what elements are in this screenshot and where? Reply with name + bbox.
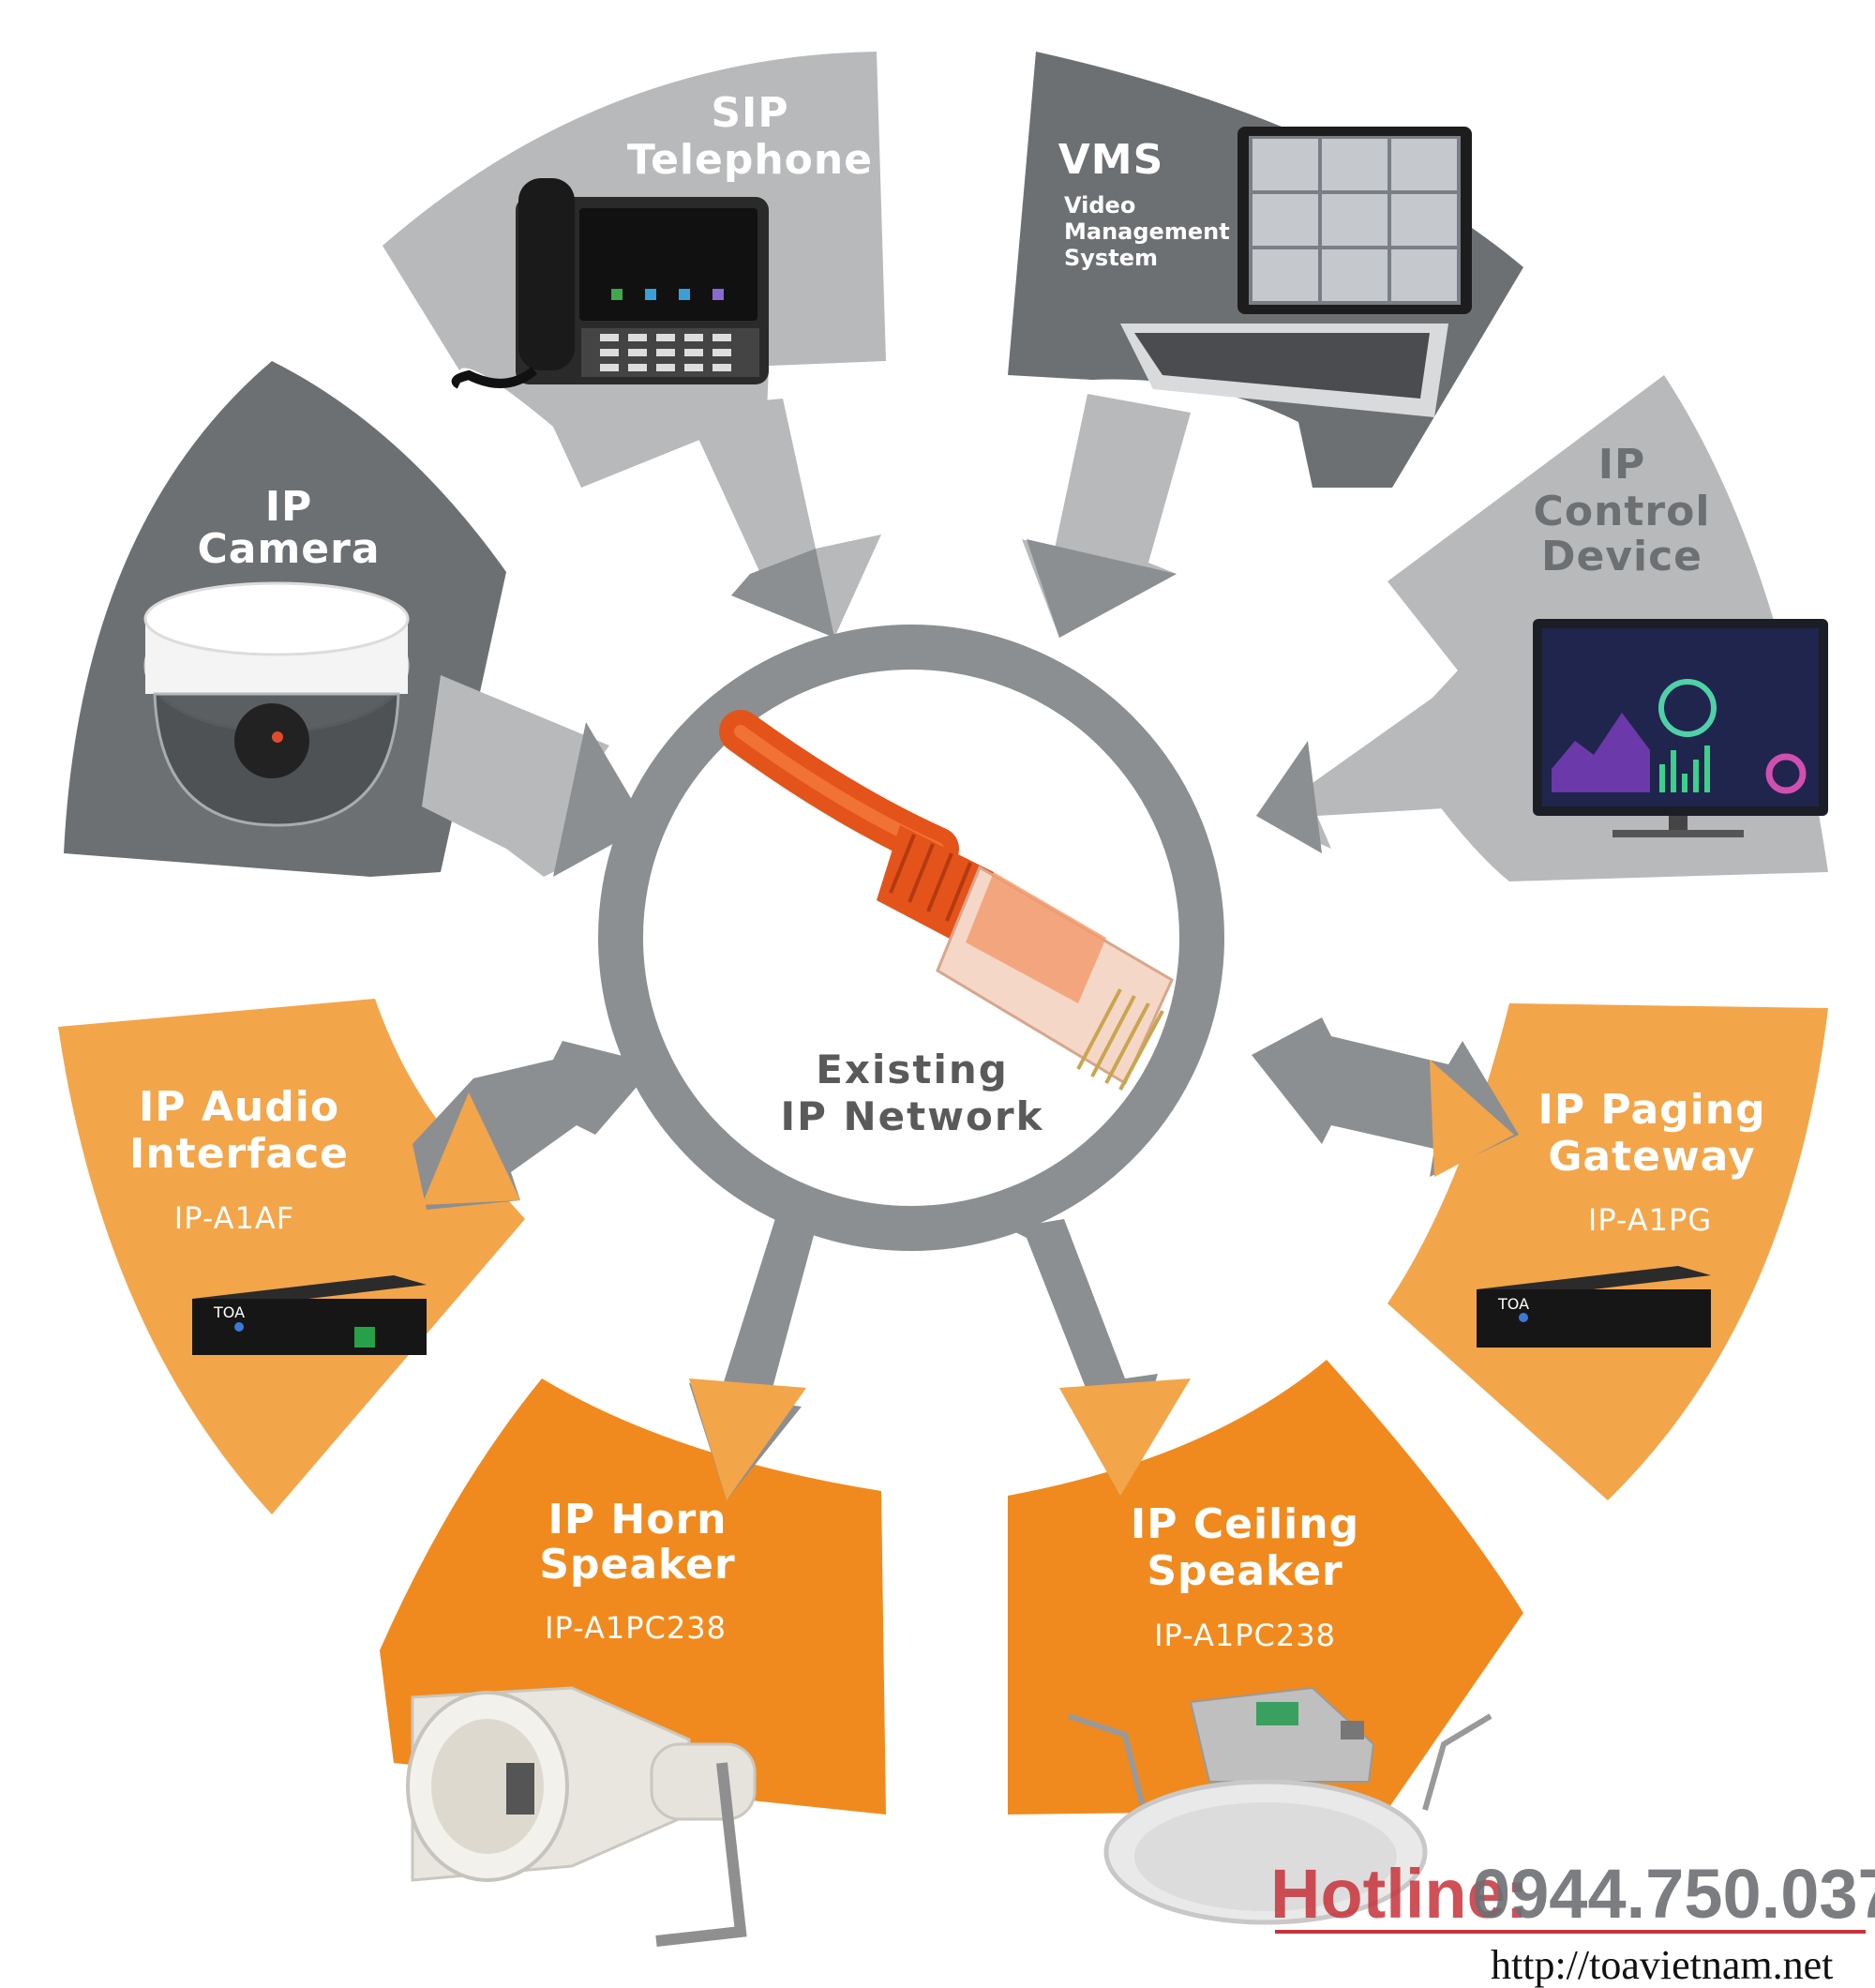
sip-phone-icon <box>451 178 769 389</box>
horn-title-line2: Speaker <box>539 1541 735 1589</box>
horn-title-line1: IP Horn <box>548 1496 727 1544</box>
paging-title-line2: Gateway <box>1548 1133 1755 1181</box>
ethernet-cable-icon <box>719 710 1174 1091</box>
control-title-line2: Control <box>1534 488 1711 535</box>
control-title-line1: IP <box>1598 441 1646 489</box>
laptop-icon <box>1120 127 1472 417</box>
audio-title-line2: Interface <box>129 1130 349 1178</box>
audio-model: IP-A1AF <box>174 1200 294 1236</box>
arrow-sip-head <box>731 549 834 638</box>
vms-subtitle-line2: Management <box>1064 218 1230 245</box>
arrow-sip-to-network <box>684 399 881 638</box>
arrow-audio-head-outer <box>422 1092 520 1205</box>
sip-title-line1: SIP <box>711 89 788 137</box>
footer-divider <box>1275 1930 1866 1934</box>
vms-subtitle-line3: System <box>1064 245 1158 271</box>
horn-speaker-icon <box>406 1686 757 1947</box>
vms-title: VMS <box>1058 136 1164 184</box>
camera-title-line1: IP <box>265 483 313 531</box>
ceiling-speaker-icon <box>1068 1686 1492 1925</box>
vms-subtitle-line1: Video <box>1064 192 1135 218</box>
hotline-number: 0944.750.037 <box>1472 1855 1875 1933</box>
camera-title-line2: Camera <box>197 525 380 573</box>
ceiling-title-line1: IP Ceiling <box>1131 1500 1359 1548</box>
arrow-horn-head-outer <box>689 1378 806 1500</box>
audio-title-line1: IP Audio <box>139 1083 339 1131</box>
ip-audio-interface-segment <box>58 999 525 1514</box>
paging-model: IP-A1PG <box>1588 1202 1712 1238</box>
paging-title-line1: IP Paging <box>1538 1086 1765 1134</box>
arrow-vms-head <box>1027 539 1177 638</box>
hotline-label: Hotline: <box>1270 1855 1528 1933</box>
arrow-paging-head-outer <box>1430 1060 1514 1177</box>
arrow-ceiling-head-outer <box>1059 1378 1191 1496</box>
ceiling-model: IP-A1PC238 <box>1154 1618 1336 1653</box>
audio-device-brand: TOA <box>213 1303 245 1321</box>
paging-gateway-device-icon: TOA <box>1477 1266 1711 1348</box>
website-link[interactable]: http://toavietnam.net <box>1491 1942 1833 1988</box>
control-monitor-icon <box>1533 619 1828 837</box>
network-ring <box>598 625 1224 1251</box>
paging-device-brand: TOA <box>1497 1295 1529 1313</box>
center-label-line2: IP Network <box>780 1093 1043 1139</box>
audio-interface-device-icon: TOA <box>192 1275 427 1355</box>
horn-model: IP-A1PC238 <box>545 1610 727 1646</box>
ip-ceiling-speaker-segment <box>1008 1360 1523 1815</box>
sip-title-line2: Telephone <box>627 136 873 184</box>
ip-camera-icon <box>143 581 410 827</box>
ceiling-title-line2: Speaker <box>1147 1547 1342 1595</box>
center-label-line1: Existing <box>816 1047 1009 1092</box>
control-title-line3: Device <box>1541 533 1702 580</box>
arrow-control-head <box>1256 741 1322 853</box>
